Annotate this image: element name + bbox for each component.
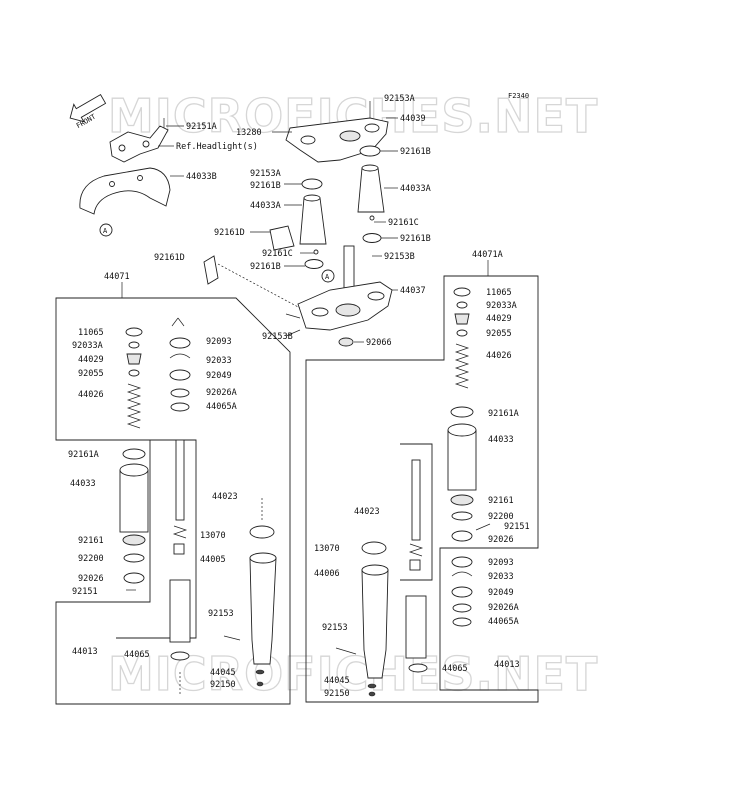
left-label-92161: 92161 xyxy=(78,536,104,546)
fork-cover-upper xyxy=(357,145,398,243)
right-label-92055: 92055 xyxy=(486,329,512,339)
front-arrow-icon xyxy=(69,94,107,123)
right-assembly-title: 44071A xyxy=(472,250,503,260)
label-44033B: 44033B xyxy=(186,172,217,182)
right-label-92049: 92049 xyxy=(488,588,514,598)
label-92161B-b: 92161B xyxy=(250,181,281,191)
left-label-44023: 44023 xyxy=(212,492,238,502)
right-label-92033: 92033 xyxy=(488,572,514,582)
label-92153B-right: 92153B xyxy=(384,252,415,262)
left-label-92026A: 92026A xyxy=(206,388,237,398)
label-44037: 44037 xyxy=(400,286,426,296)
left-label-92153: 92153 xyxy=(208,609,234,619)
label-13280: 13280 xyxy=(236,128,262,138)
right-label-44029: 44029 xyxy=(486,314,512,324)
label-92066: 92066 xyxy=(366,338,392,348)
label-44033A-right: 44033A xyxy=(400,184,431,194)
label-92161C-left: 92161C xyxy=(262,249,293,259)
left-label-44045: 44045 xyxy=(210,668,236,678)
left-label-44033: 44033 xyxy=(70,479,96,489)
left-label-44065A: 44065A xyxy=(206,402,237,412)
left-fork-parts xyxy=(119,317,277,696)
left-label-92033A: 92033A xyxy=(72,341,103,351)
right-fork-parts xyxy=(335,287,491,697)
label-44039: 44039 xyxy=(400,114,426,124)
right-label-44026: 44026 xyxy=(486,351,512,361)
ref-marker-a: A xyxy=(103,227,108,235)
left-label-44065: 44065 xyxy=(124,650,150,660)
label-92153B-left: 92153B xyxy=(262,332,293,342)
right-assembly-frame xyxy=(305,260,539,703)
label-44033A-left: 44033A xyxy=(250,201,281,211)
right-label-44006: 44006 xyxy=(314,569,340,579)
right-label-44045: 44045 xyxy=(324,676,350,686)
left-label-92161A: 92161A xyxy=(68,450,99,460)
left-label-44026: 44026 xyxy=(78,390,104,400)
headlight-bracket-upper xyxy=(109,118,184,163)
right-label-44033: 44033 xyxy=(488,435,514,445)
ref-headlight-note: Ref.Headlight(s) xyxy=(176,142,258,152)
right-label-92200: 92200 xyxy=(488,512,514,522)
right-label-44065: 44065 xyxy=(442,664,468,674)
label-92161D-a: 92161D xyxy=(214,228,245,238)
right-label-92026A: 92026A xyxy=(488,603,519,613)
left-label-92026: 92026 xyxy=(78,574,104,584)
right-label-92093: 92093 xyxy=(488,558,514,568)
label-92161B-a: 92161B xyxy=(400,147,431,157)
right-label-13070: 13070 xyxy=(314,544,340,554)
label-92153A-top: 92153A xyxy=(384,94,415,104)
right-label-92150: 92150 xyxy=(324,689,350,699)
label-92161B-c: 92161B xyxy=(400,234,431,244)
left-label-92049: 92049 xyxy=(206,371,232,381)
headlight-bracket-lower xyxy=(79,167,184,237)
right-label-92151: 92151 xyxy=(504,522,530,532)
right-label-44065A: 44065A xyxy=(488,617,519,627)
label-92153A-mid: 92153A xyxy=(250,169,281,179)
lower-triple-clamp-steering-stem xyxy=(203,245,398,347)
left-label-13070: 13070 xyxy=(200,531,226,541)
right-label-44023: 44023 xyxy=(354,507,380,517)
label-92161D-b: 92161D xyxy=(154,253,185,263)
left-label-11065: 11065 xyxy=(78,328,104,338)
left-assembly-frame xyxy=(55,282,291,705)
left-label-44013: 44013 xyxy=(72,647,98,657)
label-92161C-right: 92161C xyxy=(388,218,419,228)
right-label-92033A: 92033A xyxy=(486,301,517,311)
left-label-44029: 44029 xyxy=(78,355,104,365)
label-92151A: 92151A xyxy=(186,122,217,132)
left-label-92033: 92033 xyxy=(206,356,232,366)
left-label-44005: 44005 xyxy=(200,555,226,565)
right-label-92161A: 92161A xyxy=(488,409,519,419)
left-assembly-title: 44071 xyxy=(104,272,130,282)
figure-code: F2340 xyxy=(508,92,529,100)
right-label-44013: 44013 xyxy=(494,660,520,670)
label-92161B-d: 92161B xyxy=(250,262,281,272)
left-label-92151: 92151 xyxy=(72,587,98,597)
fork-cover-left xyxy=(250,178,327,269)
right-label-11065: 11065 xyxy=(486,288,512,298)
ref-marker-a-icon xyxy=(99,223,113,237)
left-label-92093: 92093 xyxy=(206,337,232,347)
left-label-92150: 92150 xyxy=(210,680,236,690)
ref-marker-a-stem: A xyxy=(325,273,330,281)
right-label-92153: 92153 xyxy=(322,623,348,633)
right-label-92026: 92026 xyxy=(488,535,514,545)
left-label-92055: 92055 xyxy=(78,369,104,379)
right-label-92161: 92161 xyxy=(488,496,514,506)
left-label-92200: 92200 xyxy=(78,554,104,564)
